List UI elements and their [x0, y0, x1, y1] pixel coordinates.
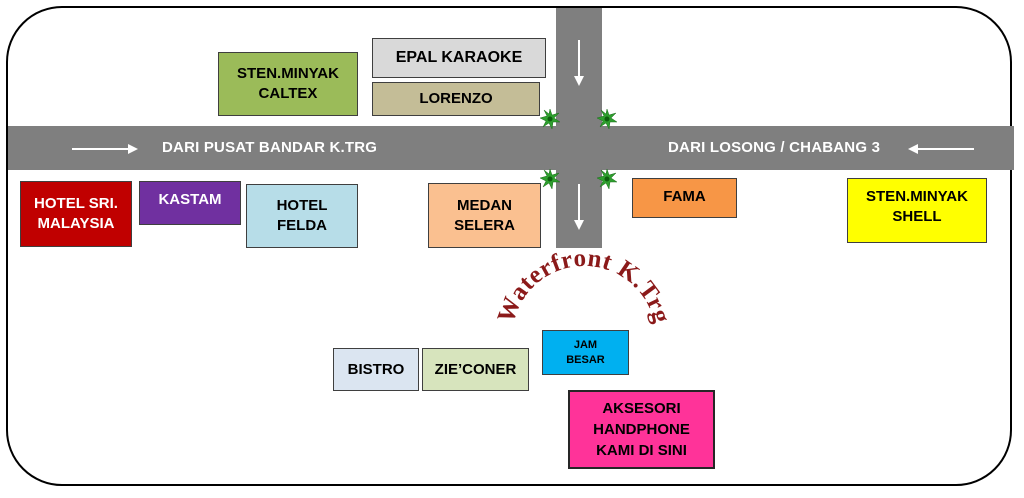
- arrow-down-icon: [574, 184, 584, 230]
- star-marker-icon: [540, 109, 560, 129]
- star-marker-icon: [597, 169, 617, 189]
- place-lorenzo: LORENZO: [372, 82, 540, 116]
- place-caltex: STEN.MINYAK CALTEX: [218, 52, 358, 116]
- place-kastam: KASTAM: [139, 181, 241, 225]
- star-marker-icon: [597, 109, 617, 129]
- place-hotel-sri-malaysia: HOTEL SRI. MALAYSIA: [20, 181, 132, 247]
- main-road-horizontal: [8, 126, 1014, 170]
- waterfront-label: Waterfront K.Trg: [493, 245, 676, 327]
- place-shell: STEN.MINYAK SHELL: [847, 178, 987, 243]
- road-label-right: DARI LOSONG / CHABANG 3: [668, 139, 881, 156]
- svg-text:Waterfront K.Trg: Waterfront K.Trg: [493, 245, 676, 327]
- place-hotel-felda: HOTEL FELDA: [246, 184, 358, 248]
- road-label-left: DARI PUSAT BANDAR K.TRG: [162, 139, 378, 156]
- place-medan-selera: MEDAN SELERA: [428, 183, 541, 248]
- place-bistro: BISTRO: [333, 348, 419, 391]
- arrow-down-icon: [574, 40, 584, 86]
- waterfront-text: Waterfront K.Trg: [493, 245, 675, 327]
- place-jam-besar: JAM BESAR: [542, 330, 629, 375]
- place-epal-karaoke: EPAL KARAOKE: [372, 38, 546, 78]
- arrow-left-icon: [908, 144, 974, 154]
- arrow-right-icon: [72, 144, 138, 154]
- place-zie-coner: ZIE’CONER: [422, 348, 529, 391]
- place-aksesori-handphone: AKSESORI HANDPHONE KAMI DI SINI: [568, 390, 715, 469]
- star-marker-icon: [540, 169, 560, 189]
- place-fama: FAMA: [632, 178, 737, 218]
